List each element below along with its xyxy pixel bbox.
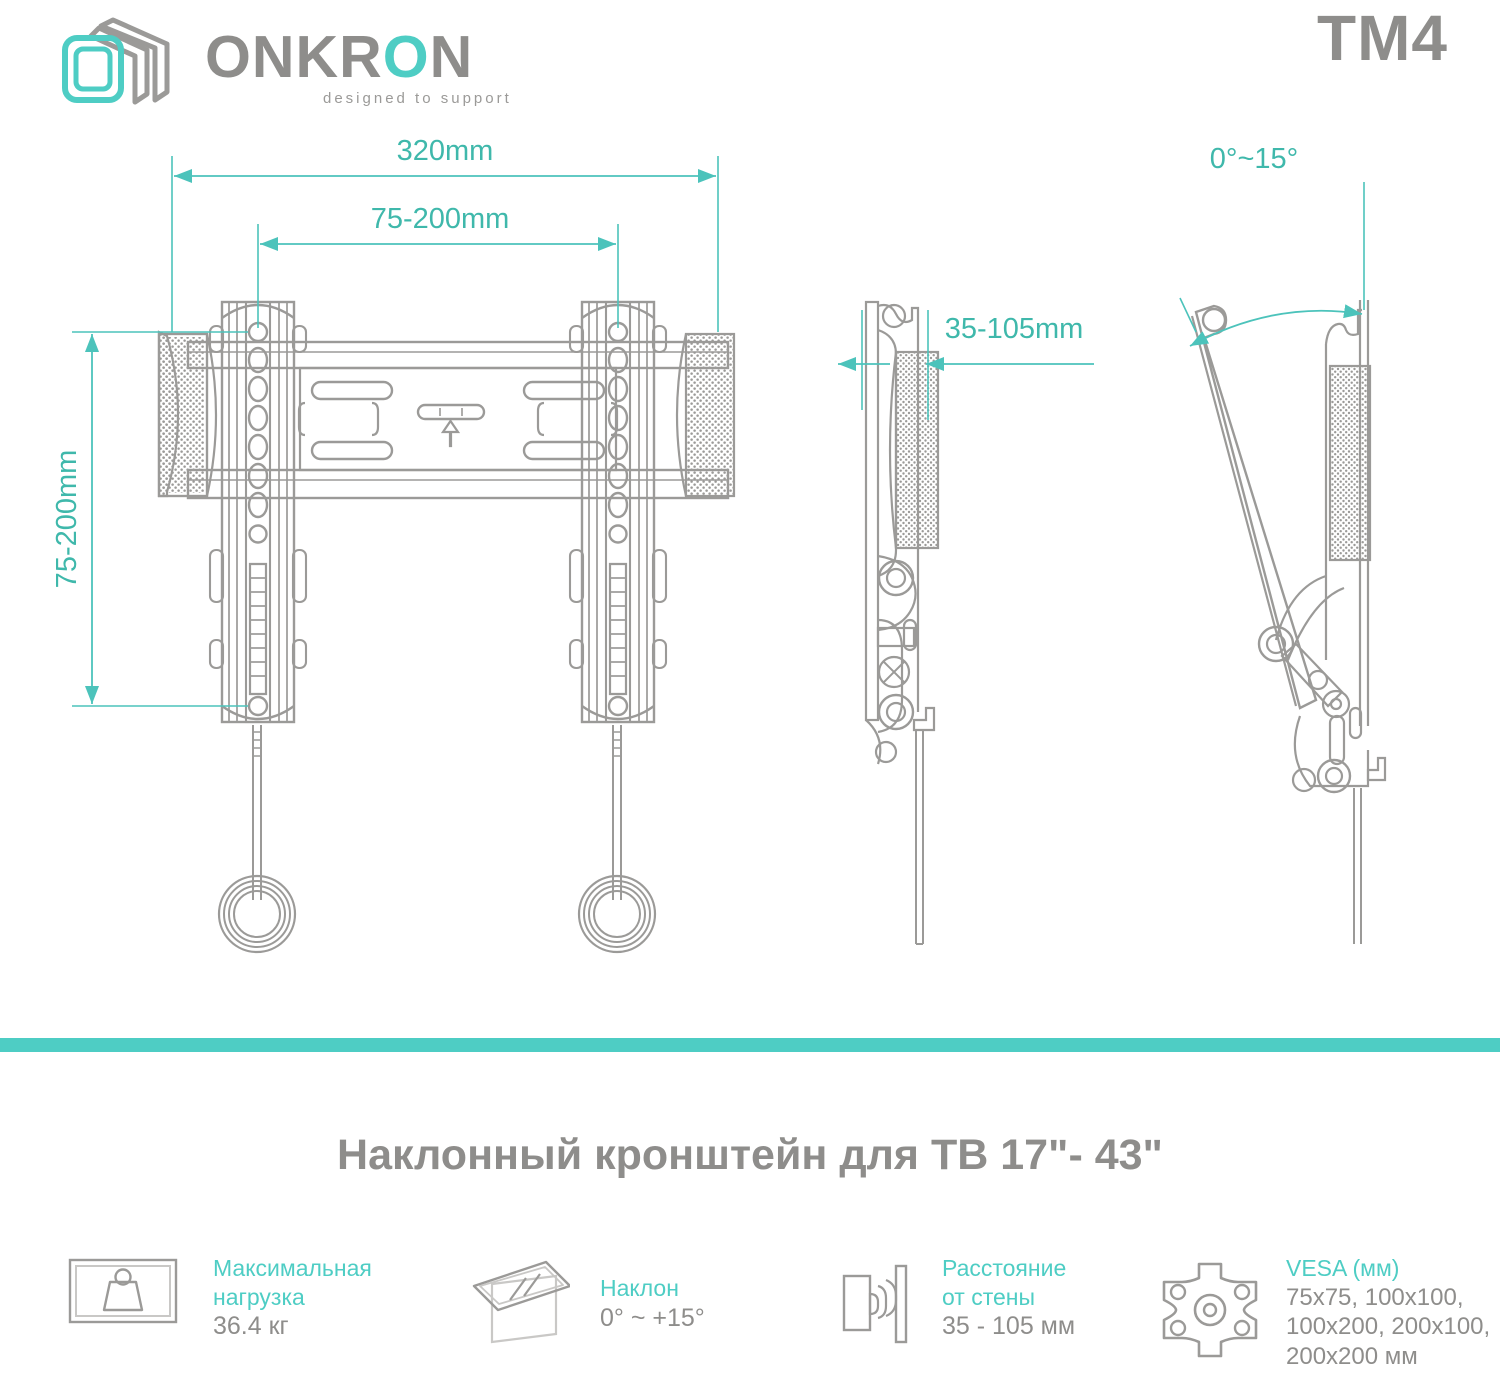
- vesa-plate-icon: [1158, 1258, 1262, 1367]
- spec-max-load-text: Максимальная нагрузка 36.4 кг: [213, 1254, 372, 1342]
- spec-vesa-text: VESA (мм) 75x75, 100x100, 100x200, 200x1…: [1286, 1254, 1490, 1372]
- side-view-flat: [864, 300, 940, 945]
- brand-name-accent: O: [382, 24, 430, 90]
- spec-tilt-text: Наклон 0° ~ +15°: [600, 1274, 705, 1334]
- spec-vesa-value-1: 75x75, 100x100,: [1286, 1283, 1464, 1311]
- dimension-label-wall-distance: 35-105mm: [945, 313, 1084, 345]
- tilt-screen-icon: [452, 1258, 572, 1355]
- spec-wall-distance-value: 35 - 105 мм: [942, 1312, 1076, 1341]
- spec-max-load-value: 36.4 кг: [213, 1312, 289, 1341]
- dimension-label-tilt-angle: 0°~15°: [1210, 143, 1299, 175]
- left-pull-cord: [217, 725, 297, 954]
- spec-vesa-value-2: 100x200, 200x100,: [1286, 1313, 1491, 1341]
- brand-name-part1: ONKR: [205, 24, 383, 90]
- spec-row: Максимальная нагрузка 36.4 кг Наклон 0° …: [0, 1252, 1500, 1386]
- left-grip-pad: [157, 330, 218, 498]
- model-code: TM4: [1317, 2, 1448, 74]
- brand-name: ONKRON: [205, 28, 473, 87]
- spec-max-load: Максимальная нагрузка 36.4 кг: [68, 1252, 438, 1386]
- brand-name-part2: N: [429, 24, 474, 90]
- side-view-tilted: [1190, 300, 1387, 944]
- brand-tagline: designed to support: [323, 90, 512, 107]
- brand-logo-block: ONKRON designed to support: [55, 14, 535, 114]
- dimension-overall-width: [171, 156, 719, 332]
- dimension-label-vesa-height: 75-200mm: [51, 450, 83, 589]
- dimension-label-vesa-width: 75-200mm: [371, 203, 510, 235]
- bubble-level-icon: [416, 403, 486, 448]
- dimension-vesa-height: [72, 331, 248, 707]
- right-vertical-arm: [568, 300, 668, 724]
- spec-vesa-label: VESA (мм): [1286, 1255, 1400, 1281]
- weight-icon: [68, 1258, 178, 1329]
- right-grip-pad: [675, 332, 736, 498]
- wall-distance-icon: [838, 1258, 918, 1355]
- teal-divider: [0, 1038, 1500, 1052]
- front-view: [157, 300, 736, 954]
- dimension-label-overall-width: 320mm: [397, 135, 494, 167]
- spec-wall-distance-label-1: Расстояние: [942, 1255, 1067, 1281]
- spec-tilt-value: 0° ~ +15°: [600, 1303, 705, 1332]
- page-title: Наклонный кронштейн для ТВ 17"- 43": [337, 1131, 1163, 1179]
- spec-wall-distance: Расстояние от стены 35 - 105 мм: [838, 1252, 1168, 1386]
- dimension-vesa-width: [257, 224, 619, 328]
- spec-max-load-label-1: Максимальная: [213, 1255, 372, 1281]
- left-vertical-arm: [208, 300, 308, 724]
- spec-vesa-value-3: 200x200 мм: [1286, 1343, 1418, 1371]
- onkron-cube-logo-icon: [55, 14, 185, 114]
- dimension-tilt-angle: [1179, 182, 1365, 347]
- spec-wall-distance-text: Расстояние от стены 35 - 105 мм: [942, 1254, 1075, 1342]
- spec-wall-distance-label-2: от стены: [942, 1283, 1036, 1310]
- spec-tilt: Наклон 0° ~ +15°: [452, 1252, 822, 1386]
- technical-drawing: 320mm 75-200mm 75-200mm: [0, 120, 1500, 1020]
- right-pull-cord: [577, 725, 657, 954]
- spec-max-load-label-2: нагрузка: [213, 1283, 305, 1310]
- spec-vesa: VESA (мм) 75x75, 100x100, 100x200, 200x1…: [1158, 1252, 1500, 1386]
- spec-tilt-label: Наклон: [600, 1275, 679, 1301]
- dimension-wall-distance: [838, 310, 1094, 420]
